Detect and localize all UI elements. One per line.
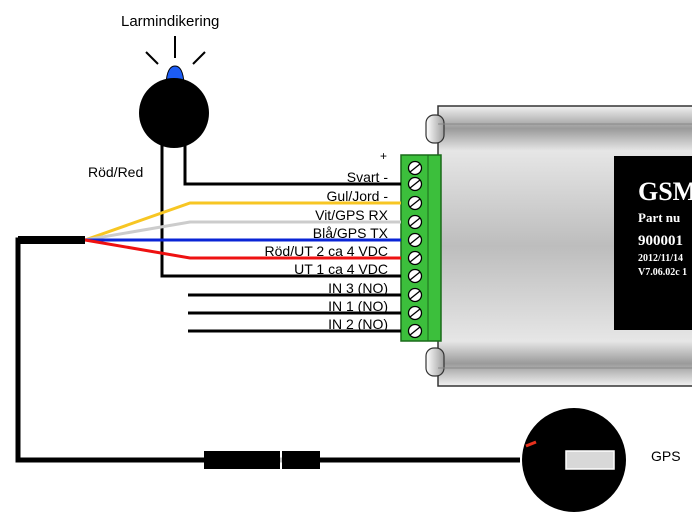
- terminal-screw-slot: [409, 217, 421, 227]
- wire-yellow: [84, 201, 401, 242]
- terminal-label: IN 1 (NO): [328, 298, 388, 314]
- terminal-label: Gul/Jord -: [327, 188, 389, 204]
- device-label-part: Part nu: [638, 210, 680, 225]
- device-label-title: GSM: [638, 177, 692, 206]
- device-label-number: 900001: [638, 233, 683, 249]
- wires: [15, 140, 520, 471]
- wire-ut1: [160, 140, 401, 278]
- terminal-label: Svart -: [347, 169, 389, 185]
- terminal-label: Röd/UT 2 ca 4 VDC: [265, 243, 388, 259]
- terminal-screw-slot: [409, 271, 421, 281]
- terminal-screw-slot: [409, 308, 421, 318]
- terminal-label: UT 1 ca 4 VDC: [294, 261, 388, 277]
- alarm-indicator-label: Larmindikering: [121, 13, 219, 30]
- device-label-panel: [614, 156, 692, 330]
- cable-connector-left: [204, 451, 280, 469]
- terminal-screw-slot: [409, 163, 421, 173]
- gps-antenna-label-plate: [565, 450, 615, 470]
- terminal-screw-slot: [409, 235, 421, 245]
- terminal-label: Blå/GPS TX: [313, 225, 389, 241]
- red-wire-label: Röd/Red: [88, 164, 143, 180]
- device-label-version: V7.06.02c 1: [638, 267, 687, 278]
- terminal-block: [400, 154, 442, 342]
- device-label-date: 2012/11/14: [638, 253, 683, 264]
- wire-red: [84, 238, 401, 260]
- terminal-screw-slot: [409, 179, 421, 189]
- gps-antenna: [522, 408, 626, 512]
- terminal-screw-slot: [409, 253, 421, 263]
- terminal-screw-slot: [409, 198, 421, 208]
- mounting-tab-top: [425, 114, 445, 144]
- gps-orientation-mark: [525, 440, 537, 448]
- mounting-tab-bottom: [425, 347, 445, 377]
- wire-white: [84, 220, 401, 242]
- terminal-label: Vit/GPS RX: [315, 207, 389, 223]
- terminal-label: IN 3 (NO): [328, 280, 388, 296]
- gps-label: GPS: [651, 448, 681, 464]
- wire-black: [183, 140, 401, 186]
- positive-marker: +: [380, 149, 387, 163]
- terminal-screw-slot: [409, 290, 421, 300]
- terminal-screw-slot: [409, 326, 421, 336]
- alarm-indicator: [139, 36, 209, 148]
- alarm-indicator-body: [139, 78, 209, 148]
- terminal-label: IN 2 (NO): [328, 316, 388, 332]
- light-ray: [145, 51, 159, 65]
- light-ray: [192, 51, 206, 65]
- cable-connector-right: [282, 451, 320, 469]
- gsm-unit: GSM Part nu 900001 2012/11/14 V7.06.02c …: [425, 105, 692, 387]
